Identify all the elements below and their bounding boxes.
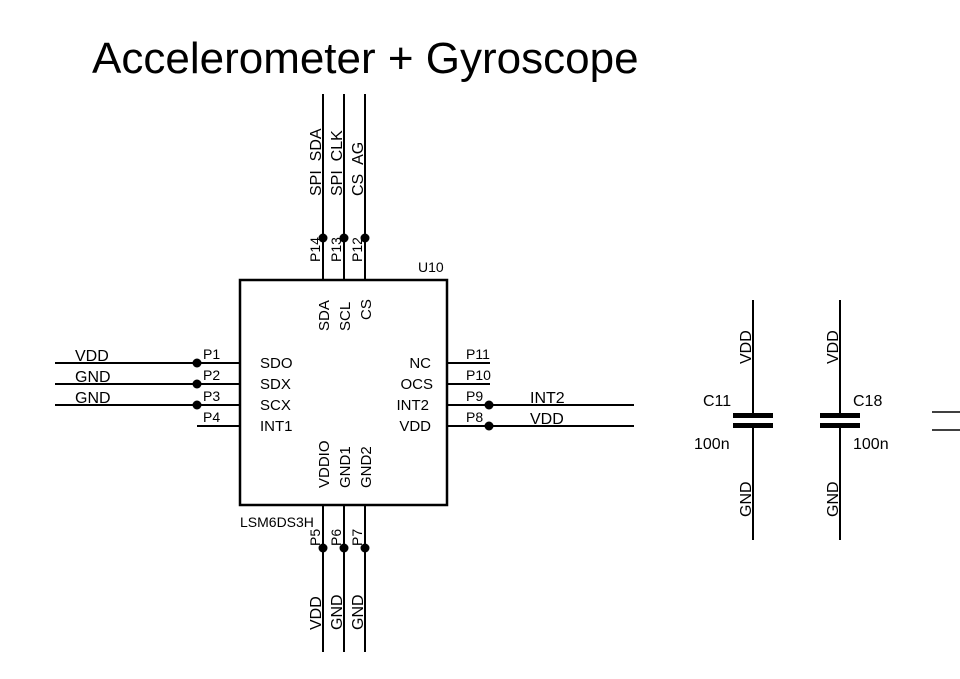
pin-func-cs: CS xyxy=(358,299,375,320)
pin-number-p6: P6 xyxy=(328,529,344,546)
net-label-left-gnd1: GND xyxy=(75,369,111,386)
chip-part: LSM6DS3H xyxy=(240,514,314,530)
pin-number-p8: P8 xyxy=(466,409,483,425)
pin-number-p10: P10 xyxy=(466,367,491,383)
capacitor-c18 xyxy=(820,300,860,540)
pin-func-sdx: SDX xyxy=(260,376,291,393)
c18-ref: C18 xyxy=(853,393,882,410)
c18-bottom-net: GND xyxy=(825,481,842,517)
c11-ref: C11 xyxy=(703,393,731,410)
net-label-spi-clk: SPI_CLK xyxy=(329,130,346,196)
net-label-left-gnd2: GND xyxy=(75,390,111,407)
c11-bottom-net: GND xyxy=(738,481,755,517)
pin-func-scx: SCX xyxy=(260,397,291,414)
c18-value: 100n xyxy=(853,436,889,453)
top-wires xyxy=(318,94,370,280)
pin-func-vddio: VDDIO xyxy=(316,440,333,488)
net-label-left-vdd: VDD xyxy=(75,348,109,365)
pin-number-p2: P2 xyxy=(203,367,220,383)
pin-number-p11: P11 xyxy=(466,346,490,362)
c11-top-net: VDD xyxy=(738,330,755,364)
left-wires xyxy=(55,358,240,427)
pin-func-scl: SCL xyxy=(337,302,354,331)
pin-number-p3: P3 xyxy=(203,388,220,404)
right-wires xyxy=(447,362,634,431)
pin-func-nc: NC xyxy=(409,355,431,372)
pin-func-int2: INT2 xyxy=(396,397,429,414)
capacitor-c11 xyxy=(733,300,773,540)
pin-func-gnd2: GND2 xyxy=(358,446,375,488)
pin-func-sda: SDA xyxy=(316,300,333,331)
page-title: Accelerometer + Gyroscope xyxy=(92,34,639,83)
pin-func-gnd1: GND1 xyxy=(337,446,354,488)
net-label-right-int2: INT2 xyxy=(530,390,565,407)
net-label-bottom-gnd1: GND xyxy=(329,594,346,630)
pin-number-p1: P1 xyxy=(203,346,220,362)
pin-number-p13: P13 xyxy=(328,237,344,262)
chip-ref: U10 xyxy=(418,259,444,275)
pin-number-p5: P5 xyxy=(307,529,323,546)
c18-top-net: VDD xyxy=(825,330,842,364)
net-label-bottom-vdd: VDD xyxy=(308,596,325,630)
pin-number-p12: P12 xyxy=(349,237,365,262)
pin-func-vdd: VDD xyxy=(399,418,431,435)
pin-number-p9: P9 xyxy=(466,388,483,404)
net-label-bottom-gnd2: GND xyxy=(350,594,367,630)
net-label-right-vdd: VDD xyxy=(530,411,564,428)
pin-number-p14: P14 xyxy=(307,237,323,262)
bottom-wires xyxy=(318,505,370,652)
partial-symbol-edge xyxy=(932,411,960,431)
c11-value: 100n xyxy=(694,436,730,453)
pin-func-ocs: OCS xyxy=(400,376,433,393)
net-label-cs-ag: CS_AG xyxy=(350,142,367,196)
net-label-spi-sda: SPI_SDA xyxy=(308,128,325,196)
pin-number-p4: P4 xyxy=(203,409,220,425)
pin-func-int1: INT1 xyxy=(260,418,293,435)
pin-func-sdo: SDO xyxy=(260,355,293,372)
pin-number-p7: P7 xyxy=(349,529,365,546)
